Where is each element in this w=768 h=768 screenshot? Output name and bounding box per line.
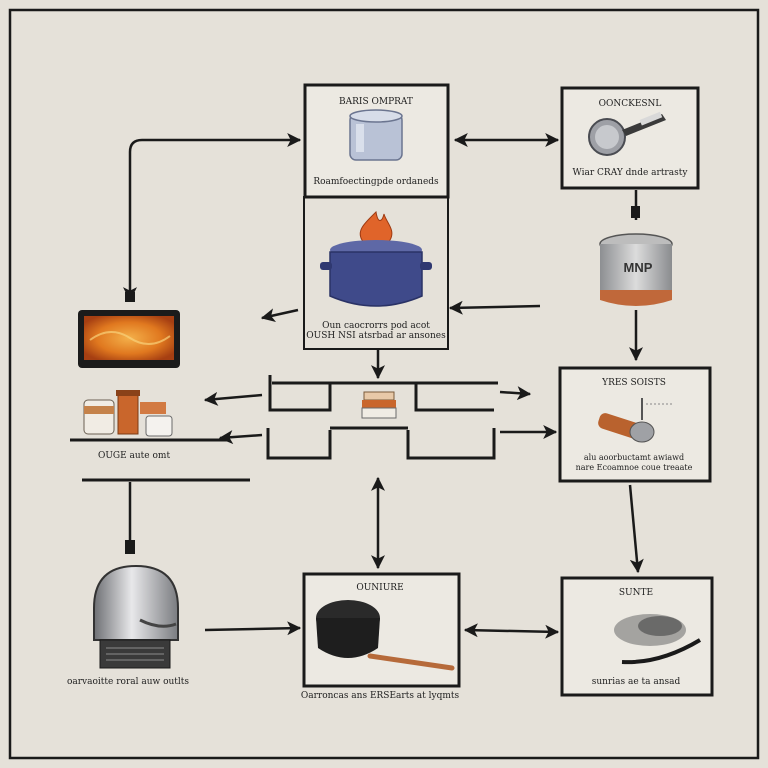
left-caption: OUGE aute omt <box>98 451 171 461</box>
helmet-icon <box>93 564 179 669</box>
pot-box <box>303 196 449 350</box>
arrow-wok-to-pan <box>463 623 560 639</box>
arrow-right-upper <box>499 386 532 401</box>
arrow-to-jars-lower <box>218 430 263 445</box>
hanger-canister <box>631 206 640 218</box>
frying-pan-icon <box>588 111 666 156</box>
top-box-title: BARIS OMPRAT <box>339 97 413 107</box>
bottom-mid-title: OUNIURE <box>356 583 403 593</box>
canister-label: MNP <box>624 260 653 275</box>
outer-frame <box>8 8 760 760</box>
connector-arrows <box>70 133 644 639</box>
right-box-title: OONCKESNL <box>599 99 662 109</box>
arrow-top-to-monitor <box>123 133 302 302</box>
pot-caption-2: OUSH NSI atsrbad ar ansones <box>306 331 446 341</box>
scorched-pan-icon <box>614 614 702 665</box>
stacked-jars-icon <box>361 391 397 419</box>
arrow-helmet-to-wok <box>204 621 302 636</box>
jars-icon <box>83 390 173 437</box>
top-box-caption: Roamfoectingpde ordaneds <box>313 177 439 187</box>
center-brackets <box>266 375 498 460</box>
pipe-icon <box>598 398 672 443</box>
monitor-icon <box>78 310 180 368</box>
pot-caption-1: Oun caocrorrs pod acot <box>322 321 430 331</box>
mid-right-title: YRES SOISTS <box>601 378 666 388</box>
arrow-into-pot <box>260 308 299 323</box>
arrow-to-jars-upper <box>203 391 263 406</box>
hanger-top <box>125 292 135 302</box>
hanger-helmet <box>125 540 135 554</box>
mid-right-caption-2: nare Ecoamnoe coue treaate <box>576 463 693 472</box>
bottom-right-title: SUNTE <box>619 588 653 598</box>
bottom-right-caption: sunrias ae ta ansad <box>592 677 681 687</box>
flame-pot-icon <box>320 210 432 307</box>
bottom-mid-caption: Oarroncas ans ERSEarts at lyqmts <box>301 691 460 701</box>
arrow-mid-right-down <box>628 484 644 574</box>
wok-icon <box>316 600 455 671</box>
right-box-caption: Wiar CRAY dnde artrasty <box>573 168 689 178</box>
glass-jar-icon <box>349 109 403 161</box>
arrow-pot-canister <box>448 300 541 315</box>
top-right-box <box>560 86 700 190</box>
canister-icon: MNP <box>599 233 673 306</box>
helmet-caption: oarvaoitte roral auw outlts <box>67 677 189 687</box>
mid-right-caption-1: alu aoorbuctamt awiawd <box>584 453 684 462</box>
